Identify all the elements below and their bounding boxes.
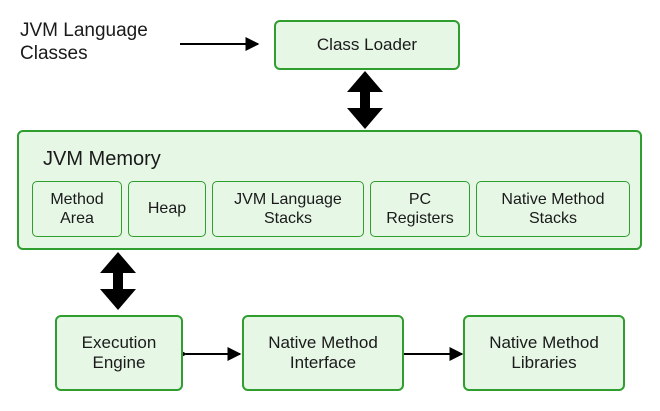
jvm-language-stacks-box: JVM Language Stacks — [212, 181, 364, 237]
pc-registers-box: PC Registers — [370, 181, 470, 237]
native-method-stacks-box: Native Method Stacks — [476, 181, 630, 237]
method-area-box: Method Area — [32, 181, 122, 237]
input-label: JVM Language Classes — [20, 20, 148, 64]
class-loader-box: Class Loader — [274, 20, 460, 70]
native-method-libraries-box: Native Method Libraries — [463, 315, 625, 391]
arrow-classloader-memory — [347, 71, 383, 129]
execution-engine-box: Execution Engine — [55, 315, 183, 391]
jvm-memory-title: JVM Memory — [43, 148, 161, 170]
heap-box: Heap — [128, 181, 206, 237]
native-method-interface-box: Native Method Interface — [242, 315, 404, 391]
arrow-memory-engine — [100, 252, 136, 310]
